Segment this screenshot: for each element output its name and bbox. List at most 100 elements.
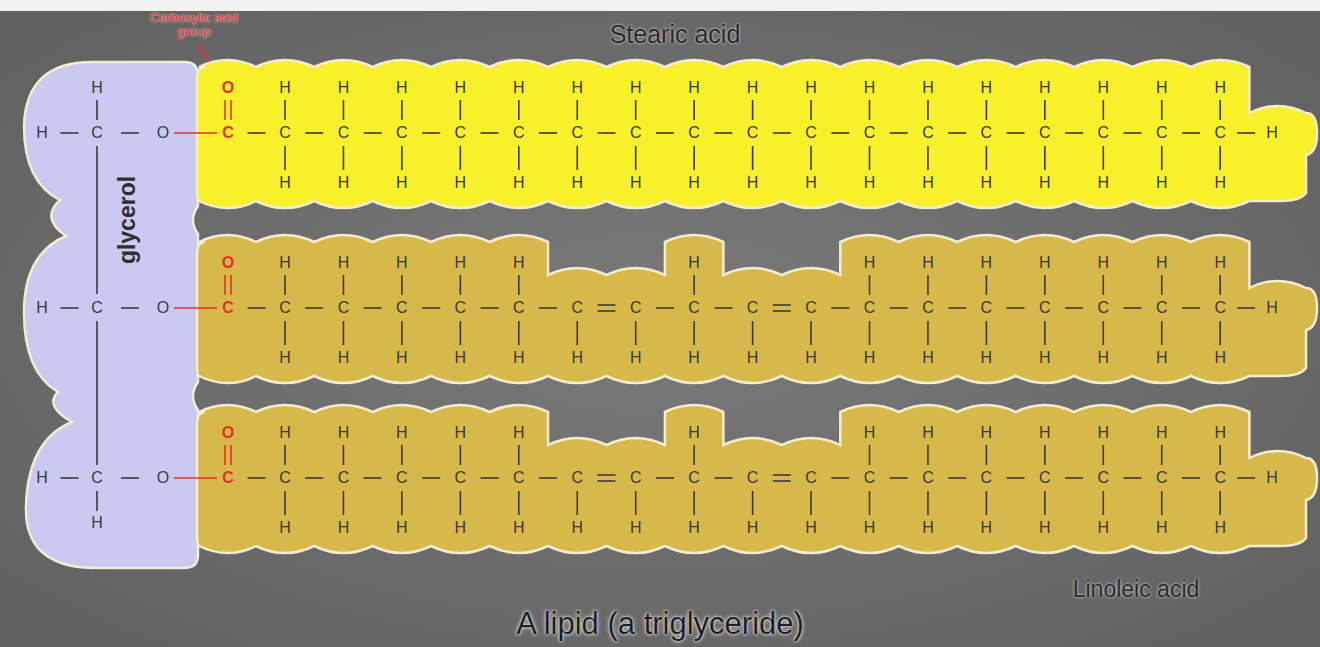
bond-line: [948, 307, 966, 309]
atom-symbol: O: [222, 425, 234, 441]
glycerol-label: glycerol: [116, 176, 139, 264]
atom-symbol: C: [1098, 470, 1110, 486]
bond-line: [656, 477, 674, 479]
bond-line: [1007, 132, 1025, 134]
bond-line: [460, 321, 462, 345]
bond-line: [773, 132, 791, 134]
atom-symbol: H: [981, 175, 993, 191]
bond-line: [693, 275, 695, 295]
bond-line: [773, 480, 791, 482]
bond-line: [539, 477, 557, 479]
atom-symbol: H: [1098, 425, 1110, 441]
atom-symbol: H: [396, 175, 408, 191]
bond-line: [248, 477, 266, 479]
bond-line: [1219, 491, 1221, 515]
bond-line: [693, 321, 695, 345]
atom-symbol: C: [630, 470, 642, 486]
atom-symbol: H: [338, 425, 350, 441]
atom-symbol: H: [688, 255, 700, 271]
bond-line: [1065, 477, 1083, 479]
bond-line: [343, 445, 345, 465]
bond-line: [714, 477, 732, 479]
bond-line: [831, 132, 849, 134]
bond-line: [576, 146, 578, 170]
bond-line: [927, 491, 929, 515]
bond-line: [597, 480, 615, 482]
bond-line: [869, 275, 871, 295]
atom-symbol: H: [513, 80, 525, 96]
bond-line: [927, 146, 929, 170]
bond-line: [518, 491, 520, 515]
atom-symbol: C: [513, 300, 525, 316]
bond-line: [890, 477, 908, 479]
atom-symbol: H: [688, 175, 700, 191]
atom-symbol: H: [1098, 80, 1110, 96]
atom-symbol: C: [747, 125, 759, 141]
bond-line: [869, 491, 871, 515]
atom-symbol: H: [396, 350, 408, 366]
atom-symbol: C: [222, 125, 234, 141]
atom-symbol: C: [396, 125, 408, 141]
atom-symbol: H: [455, 425, 467, 441]
bond-line: [1044, 445, 1046, 465]
bond-line: [284, 146, 286, 170]
atom-symbol: H: [1266, 470, 1278, 486]
atom-symbol: C: [1039, 125, 1051, 141]
atom-symbol: H: [688, 350, 700, 366]
bond-line: [597, 474, 615, 476]
bond-line: [230, 445, 232, 465]
atom-symbol: H: [1039, 520, 1051, 536]
atom-symbol: H: [36, 300, 48, 316]
bond-line: [364, 477, 382, 479]
bond-line: [401, 491, 403, 515]
atom-symbol: H: [455, 350, 467, 366]
atom-symbol: O: [157, 470, 169, 486]
bond-line: [96, 146, 98, 294]
atom-symbol: C: [805, 470, 817, 486]
atom-symbol: H: [279, 425, 291, 441]
atom-symbol: H: [513, 350, 525, 366]
atom-symbol: C: [91, 300, 103, 316]
atom-symbol: C: [91, 125, 103, 141]
bond-line: [986, 491, 988, 515]
bond-line: [1161, 275, 1163, 295]
bond-line: [693, 100, 695, 120]
atom-symbol: H: [1098, 520, 1110, 536]
atom-symbol: H: [1098, 255, 1110, 271]
callout-label: Carboxylic acid group: [132, 11, 256, 38]
atom-symbol: H: [1156, 255, 1168, 271]
atom-symbol: H: [981, 520, 993, 536]
atom-symbol: H: [513, 255, 525, 271]
bond-line: [752, 491, 754, 515]
atom-symbol: H: [396, 425, 408, 441]
bond-line: [96, 491, 98, 511]
bond-line: [460, 146, 462, 170]
atom-symbol: H: [630, 175, 642, 191]
bond-line: [773, 310, 791, 312]
atom-symbol: H: [981, 255, 993, 271]
atom-symbol: H: [455, 520, 467, 536]
atom-symbol: H: [981, 425, 993, 441]
atom-symbol: C: [981, 125, 993, 141]
bond-line: [96, 100, 98, 120]
bond-line: [810, 491, 812, 515]
bond-line: [61, 477, 79, 479]
atom-symbol: C: [688, 300, 700, 316]
bond-line: [343, 275, 345, 295]
bond-line: [1103, 146, 1105, 170]
bond-line: [576, 321, 578, 345]
atom-symbol: H: [805, 350, 817, 366]
atom-symbol: H: [864, 520, 876, 536]
bond-line: [460, 275, 462, 295]
bond-line: [230, 100, 232, 120]
atom-symbol: H: [864, 350, 876, 366]
bond-line: [927, 321, 929, 345]
bond-line: [810, 321, 812, 345]
bond-line: [518, 321, 520, 345]
atom-symbol: O: [222, 255, 234, 271]
atom-symbol: H: [630, 520, 642, 536]
atom-symbol: H: [513, 425, 525, 441]
atom-symbol: C: [747, 300, 759, 316]
atom-symbol: H: [1039, 80, 1051, 96]
